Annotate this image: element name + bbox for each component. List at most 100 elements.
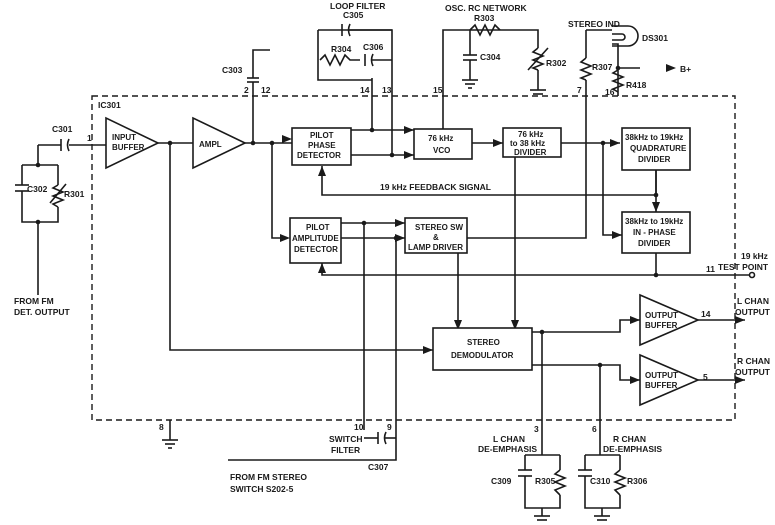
- svg-text:C305: C305: [343, 10, 364, 20]
- capacitor-c302: C302: [15, 184, 48, 207]
- resistor-r301: R301: [49, 183, 85, 208]
- svg-text:IN - PHASE: IN - PHASE: [633, 228, 676, 237]
- svg-text:C306: C306: [363, 42, 384, 52]
- svg-text:AMPL: AMPL: [199, 140, 222, 149]
- svg-text:C307: C307: [368, 462, 389, 472]
- svg-text:10: 10: [354, 422, 364, 432]
- svg-text:14: 14: [701, 309, 711, 319]
- quadrature-divider-block: 38kHz to 19kHz QUADRATURE DIVIDER: [621, 127, 691, 171]
- input-buffer-amp: INPUT BUFFER: [105, 116, 160, 170]
- svg-text:15: 15: [433, 85, 443, 95]
- from-fm-det-1: FROM FM: [14, 296, 54, 306]
- svg-text:PILOT: PILOT: [306, 223, 330, 232]
- test-point-label-2: TEST POINT: [718, 262, 769, 272]
- svg-text:C309: C309: [491, 476, 512, 486]
- capacitor-c303: C303: [222, 65, 259, 83]
- test-point-terminal: [748, 271, 756, 279]
- svg-text:76 kHz: 76 kHz: [428, 134, 453, 143]
- from-fm-det-2: DET. OUTPUT: [14, 307, 71, 317]
- capacitor-c301: C301: [52, 124, 73, 152]
- inphase-divider-block: 38kHz to 19kHz IN - PHASE DIVIDER: [621, 211, 691, 254]
- svg-text:INPUT: INPUT: [112, 133, 136, 142]
- feedback-signal-label: 19 kHz FEEDBACK SIGNAL: [380, 182, 491, 192]
- svg-text:STEREO: STEREO: [467, 338, 500, 347]
- svg-text:6: 6: [592, 424, 597, 434]
- from-stereo-switch-2: SWITCH S202-5: [230, 484, 294, 494]
- svg-text:76 kHz: 76 kHz: [518, 130, 543, 139]
- pilot-amplitude-detector-block: PILOT AMPLITUDE DETECTOR: [289, 217, 342, 264]
- ic301-label: IC301: [98, 100, 121, 110]
- svg-text:&: &: [433, 233, 439, 242]
- vco-block: 76 kHz VCO: [413, 128, 473, 160]
- svg-text:R302: R302: [546, 58, 567, 68]
- pin-numbers: 1 2 12 14 13 15 7 16 8 10 9 3 6 11 14 5: [87, 85, 715, 434]
- capacitor-c305: C305: [341, 10, 392, 37]
- svg-text:1: 1: [87, 133, 92, 143]
- svg-text:R304: R304: [331, 44, 352, 54]
- svg-text:R303: R303: [474, 13, 495, 23]
- r-deemph-2: DE-EMPHASIS: [603, 444, 662, 454]
- r-deemph-1: R CHAN: [613, 434, 646, 444]
- svg-text:OUTPUT: OUTPUT: [645, 371, 678, 380]
- svg-text:BUFFER: BUFFER: [112, 143, 145, 152]
- svg-text:5: 5: [703, 372, 708, 382]
- svg-text:R306: R306: [627, 476, 648, 486]
- svg-text:PILOT: PILOT: [310, 131, 334, 140]
- ampl-amp: AMPL: [192, 116, 247, 170]
- svg-text:BUFFER: BUFFER: [645, 381, 678, 390]
- l-deemph-1: L CHAN: [493, 434, 525, 444]
- svg-text:to 38 kHz: to 38 kHz: [510, 139, 545, 148]
- svg-text:DETECTOR: DETECTOR: [297, 151, 341, 160]
- svg-text:C303: C303: [222, 65, 243, 75]
- svg-text:PHASE: PHASE: [308, 141, 336, 150]
- switch-filter-2: FILTER: [331, 445, 360, 455]
- capacitor-c310: C310: [578, 469, 611, 495]
- svg-text:C301: C301: [52, 124, 73, 134]
- svg-text:STEREO SW: STEREO SW: [415, 223, 463, 232]
- output-buffer-r-amp: OUTPUT BUFFER: [639, 353, 701, 407]
- output-buffer-l-amp: OUTPUT BUFFER: [639, 293, 701, 347]
- svg-text:38kHz to 19kHz: 38kHz to 19kHz: [625, 133, 683, 142]
- svg-text:13: 13: [382, 85, 392, 95]
- capacitor-c307: C307: [368, 431, 389, 472]
- pilot-phase-detector-block: PILOT PHASE DETECTOR: [291, 127, 352, 166]
- capacitor-c306: C306: [363, 42, 392, 67]
- svg-text:38kHz to 19kHz: 38kHz to 19kHz: [625, 217, 683, 226]
- svg-text:DS301: DS301: [642, 33, 668, 43]
- svg-text:2: 2: [244, 85, 249, 95]
- osc-rc-network-label: OSC. RC NETWORK: [445, 3, 528, 13]
- stereo-demodulator-block: STEREO DEMODULATOR: [432, 327, 533, 371]
- resistor-r307: R307: [578, 57, 613, 81]
- svg-text:8: 8: [159, 422, 164, 432]
- svg-text:LAMP DRIVER: LAMP DRIVER: [408, 243, 463, 252]
- svg-text:16: 16: [605, 87, 615, 97]
- test-point-label-1: 19 kHz: [741, 251, 768, 261]
- resistor-r306: R306: [612, 469, 648, 496]
- svg-text:C304: C304: [480, 52, 501, 62]
- svg-text:QUADRATURE: QUADRATURE: [630, 144, 687, 153]
- ic301-boundary: [91, 95, 736, 421]
- svg-text:DEMODULATOR: DEMODULATOR: [451, 351, 514, 360]
- svg-text:9: 9: [387, 422, 392, 432]
- svg-text:R418: R418: [626, 80, 647, 90]
- svg-text:R301: R301: [64, 189, 85, 199]
- svg-text:3: 3: [534, 424, 539, 434]
- resistor-r304: R304: [319, 44, 360, 67]
- svg-text:R305: R305: [535, 476, 556, 486]
- lamp-ds301: DS301: [612, 25, 668, 47]
- svg-text:BUFFER: BUFFER: [645, 321, 678, 330]
- r-chan-output-2: OUTPUT: [735, 367, 771, 377]
- svg-text:14: 14: [360, 85, 370, 95]
- svg-text:DIVIDER: DIVIDER: [638, 155, 671, 164]
- l-chan-output-2: OUTPUT: [735, 307, 771, 317]
- divider-76-38-block: 76 kHz to 38 kHz DIVIDER: [502, 127, 562, 158]
- r-chan-output-1: R CHAN: [737, 356, 770, 366]
- from-stereo-switch-1: FROM FM STEREO: [230, 472, 307, 482]
- svg-text:12: 12: [261, 85, 271, 95]
- l-chan-output-1: L CHAN: [737, 296, 769, 306]
- svg-text:VCO: VCO: [433, 146, 450, 155]
- svg-text:11: 11: [706, 264, 715, 274]
- svg-text:C310: C310: [590, 476, 611, 486]
- ground-l-deemph: [534, 515, 550, 521]
